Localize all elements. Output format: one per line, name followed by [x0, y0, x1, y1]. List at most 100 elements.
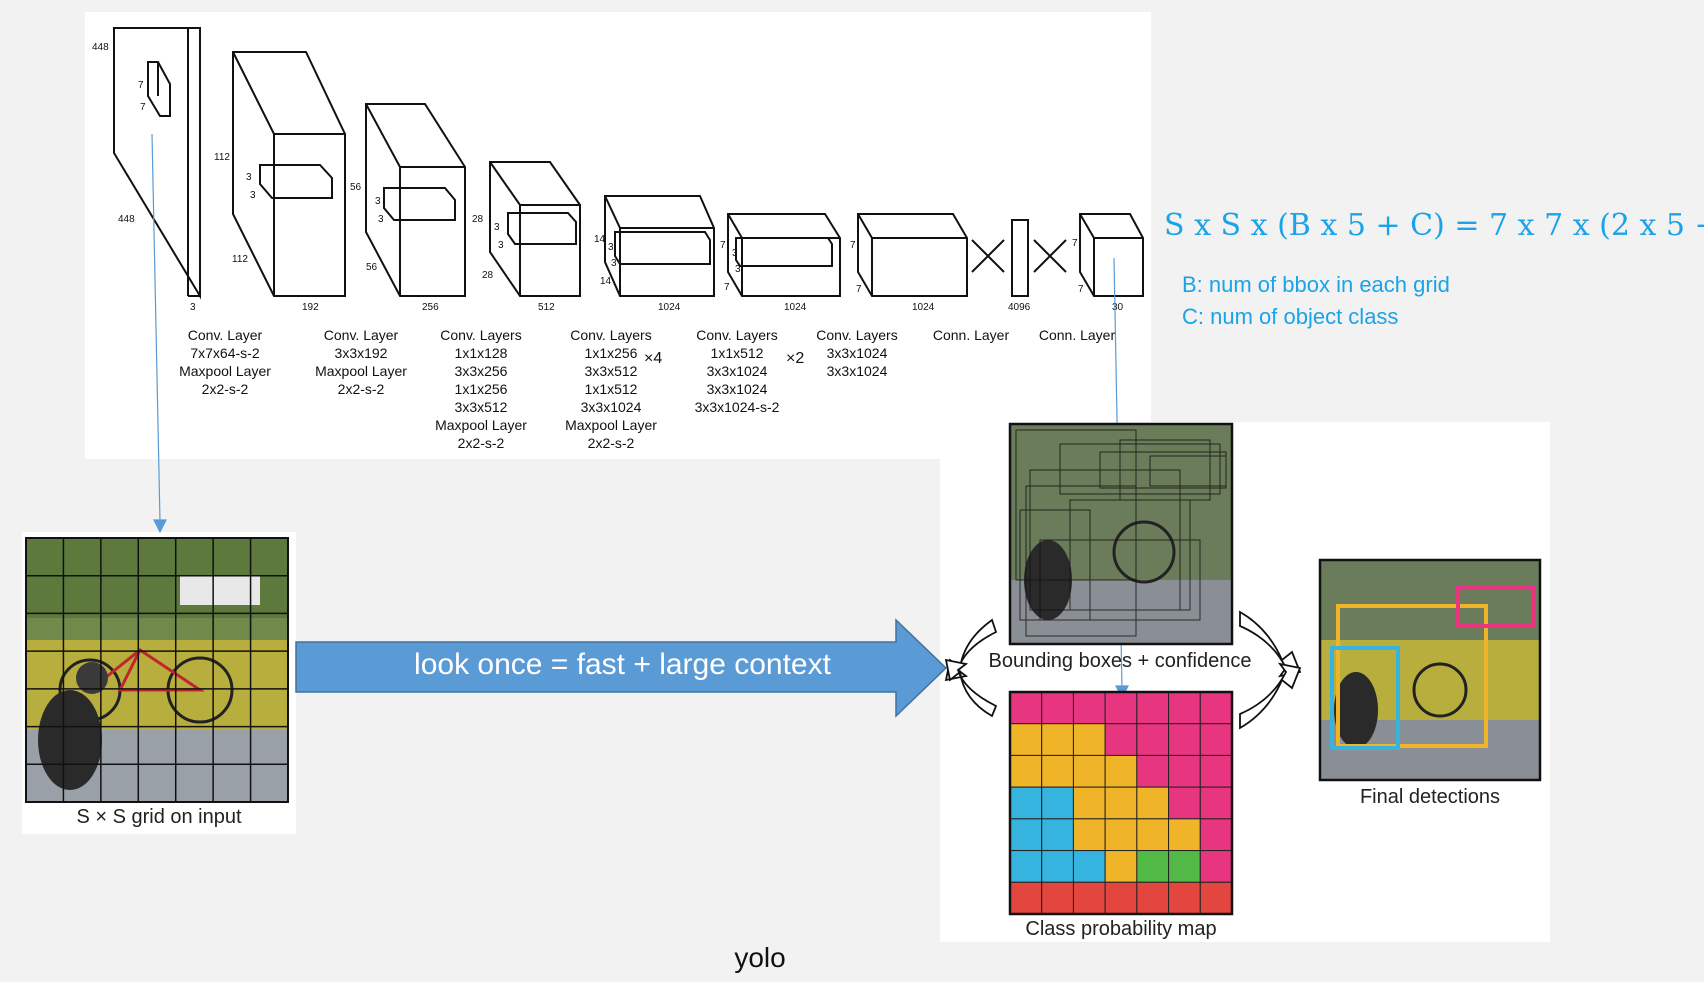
layer-label-line: 2x2-s-2 — [201, 381, 249, 397]
layer-label-line: 2x2-s-2 — [457, 435, 505, 451]
dim-label: 1024 — [912, 302, 935, 313]
prob-cell — [1136, 754, 1170, 788]
layer-label-line: 3x3x1024-s-2 — [694, 399, 780, 415]
layer-label-line: 1x1x512 — [710, 345, 764, 361]
dim-label: 3 — [250, 190, 256, 201]
dim-label: 448 — [92, 42, 109, 53]
prob-cell — [1168, 818, 1201, 852]
dim-label: 3 — [246, 172, 252, 183]
dim-label: 4096 — [1008, 302, 1031, 313]
dim-label: 112 — [214, 152, 230, 163]
dim-label: 3 — [611, 258, 617, 269]
prob-cell — [1041, 786, 1074, 820]
dim-label: 192 — [302, 302, 319, 313]
output-formula: S x S x (B x 5 + C) = 7 x 7 x (2 x 5 + 2… — [1164, 208, 1704, 243]
kernel-2 — [259, 164, 333, 199]
dim-label: 14 — [594, 234, 606, 245]
curve-arrow-up — [944, 618, 998, 682]
dim-label: 28 — [482, 270, 494, 281]
repeat-x4: ×4 — [644, 350, 663, 367]
arrow-label: look once = fast + large context — [414, 648, 831, 681]
dim-label: 3 — [378, 214, 384, 225]
dim-label: 3 — [190, 302, 196, 313]
layer-label-line: 1x1x256 — [584, 345, 638, 361]
layer-label-8: Conn. Layer — [1012, 326, 1142, 344]
prob-cell — [1136, 691, 1170, 725]
layer-label-line: 3x3x512 — [584, 363, 638, 379]
layer-label-line: 7x7x64-s-2 — [190, 345, 260, 361]
kernel-4 — [507, 212, 577, 245]
prob-cell — [1104, 850, 1138, 883]
layer-label-7: Conn. Layer — [906, 326, 1036, 344]
layer-label-line: 3x3x192 — [334, 345, 388, 361]
prob-cell — [1199, 881, 1233, 915]
dim-label: 7 — [138, 80, 144, 91]
curve-arrow-merge-bottom — [1239, 662, 1302, 730]
car-box — [1456, 586, 1536, 628]
layer-label-line: Conv. Layers — [570, 327, 652, 343]
prob-cell — [1168, 754, 1201, 788]
fc-layer — [1011, 219, 1029, 297]
block-4 — [604, 195, 715, 297]
prob-cell — [1009, 786, 1043, 820]
dim-label: 56 — [350, 182, 362, 193]
layer-label-line: 3x3x1024 — [706, 363, 768, 379]
layer-label-line: 1x1x256 — [454, 381, 508, 397]
output-cube — [1079, 213, 1144, 297]
prob-cell — [1009, 691, 1043, 725]
bicycle-box — [1336, 604, 1488, 748]
prob-cell — [1104, 723, 1138, 756]
dim-label: 7 — [850, 240, 856, 251]
prob-cell — [1168, 723, 1201, 756]
dim-label: 7 — [720, 240, 726, 251]
prob-cell — [1136, 850, 1170, 883]
prob-cell — [1041, 691, 1074, 725]
prob-cell — [1136, 786, 1170, 820]
layer-label-line: 3x3x256 — [454, 363, 508, 379]
prob-cell — [1072, 691, 1106, 725]
layer-label-line: Conn. Layer — [932, 327, 1010, 343]
prob-cell — [1009, 754, 1043, 788]
slide-title: yolo — [734, 942, 786, 973]
dim-label: 112 — [232, 254, 248, 265]
dim-label: 3 — [608, 242, 614, 253]
dim-label: 448 — [118, 214, 135, 225]
dim-label: 3 — [494, 222, 500, 233]
dim-label: 7 — [1072, 238, 1078, 249]
prob-cell — [1199, 818, 1233, 852]
kernel-6 — [735, 237, 833, 267]
layer-label-line: Conv. Layers — [696, 327, 778, 343]
dim-label: 7 — [856, 284, 862, 295]
layer-label-line: Conv. Layer — [187, 327, 263, 343]
layer-label-line: 2x2-s-2 — [337, 381, 385, 397]
prob-cell — [1072, 818, 1106, 852]
prob-cell — [1168, 786, 1201, 820]
layer-label-line: 3x3x1024 — [826, 363, 888, 379]
dim-label: 7 — [1078, 284, 1084, 295]
prob-cell — [1072, 786, 1106, 820]
legend-c: C: num of object class — [1182, 304, 1399, 329]
prob-cell — [1199, 786, 1233, 820]
dim-label: 3 — [498, 240, 504, 251]
dim-label: 14 — [600, 276, 612, 287]
prob-cell — [1104, 691, 1138, 725]
block-5 — [727, 213, 841, 297]
block-2 — [365, 103, 466, 297]
prob-cell — [1168, 881, 1201, 915]
dim-label: 28 — [472, 214, 484, 225]
dim-label: 7 — [140, 102, 146, 113]
repeat-x2: ×2 — [786, 350, 805, 367]
prob-cell — [1072, 723, 1106, 756]
connector-input — [151, 133, 161, 523]
dim-label: 3 — [375, 196, 381, 207]
kernel-3 — [383, 187, 456, 221]
prob-cell — [1009, 881, 1043, 915]
